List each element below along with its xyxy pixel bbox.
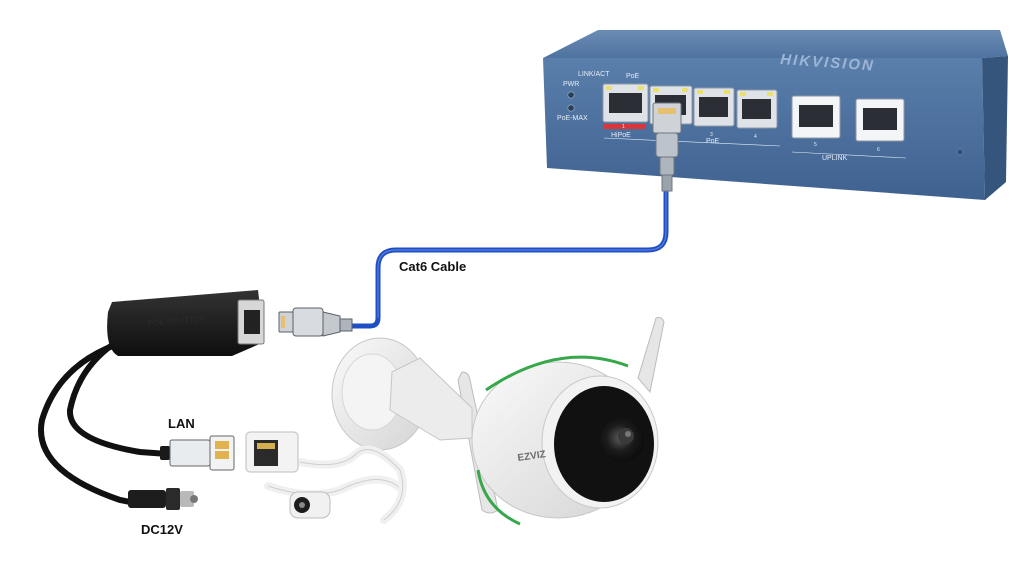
switch-brand-logo: HIKVISION [780, 51, 876, 75]
camera-brand-logo: EZVIZ [517, 449, 547, 464]
link-act-label: LINK/ACT [578, 71, 610, 78]
cable-label: Cat6 Cable [399, 259, 466, 274]
camera-rj45-jack [245, 431, 299, 473]
poe-max-led-label: PoE-MAX [557, 115, 588, 122]
switch-top-panel [543, 30, 1008, 58]
hipoe-label: HiPoE [611, 132, 631, 139]
poe-bottom-label: PoE [706, 138, 720, 145]
switch-port-6[interactable] [855, 98, 905, 142]
dc-barrel-plug-icon [128, 488, 198, 510]
dc12v-label: DC12V [141, 522, 183, 537]
switch-port-4[interactable] [736, 89, 778, 129]
rj45-plug-icon [652, 102, 682, 192]
switch-port-1[interactable] [602, 83, 649, 123]
port-number-5: 5 [814, 142, 817, 148]
cat6-cable [347, 187, 669, 329]
hipoe-indicator-bar [603, 124, 646, 129]
ezviz-bullet-camera: EZVIZ [245, 317, 665, 526]
lan-rj45-plug [160, 435, 235, 471]
switch-side-panel [982, 56, 1008, 200]
rj45-plug-icon [278, 307, 353, 337]
poe-switch: HIKVISION PWR PoE-MAX LINK/ACT PoE [543, 30, 1008, 200]
port-number-1: 1 [622, 124, 625, 130]
camera-dc-jack [289, 491, 331, 519]
lan-label: LAN [168, 416, 195, 431]
switch-port-3[interactable] [693, 87, 735, 127]
port-number-6: 6 [877, 147, 880, 153]
port-number-4: 4 [754, 134, 757, 140]
pwr-led-label: PWR [563, 81, 579, 88]
port-number-3: 3 [710, 132, 713, 138]
pwr-led [567, 91, 575, 99]
poe-top-label: PoE [626, 73, 640, 80]
poe-max-led [567, 104, 575, 112]
uplink-label: UPLINK [822, 155, 848, 162]
poe-splitter: POE SPLITTER [38, 290, 265, 507]
switch-port-5[interactable] [791, 95, 841, 139]
